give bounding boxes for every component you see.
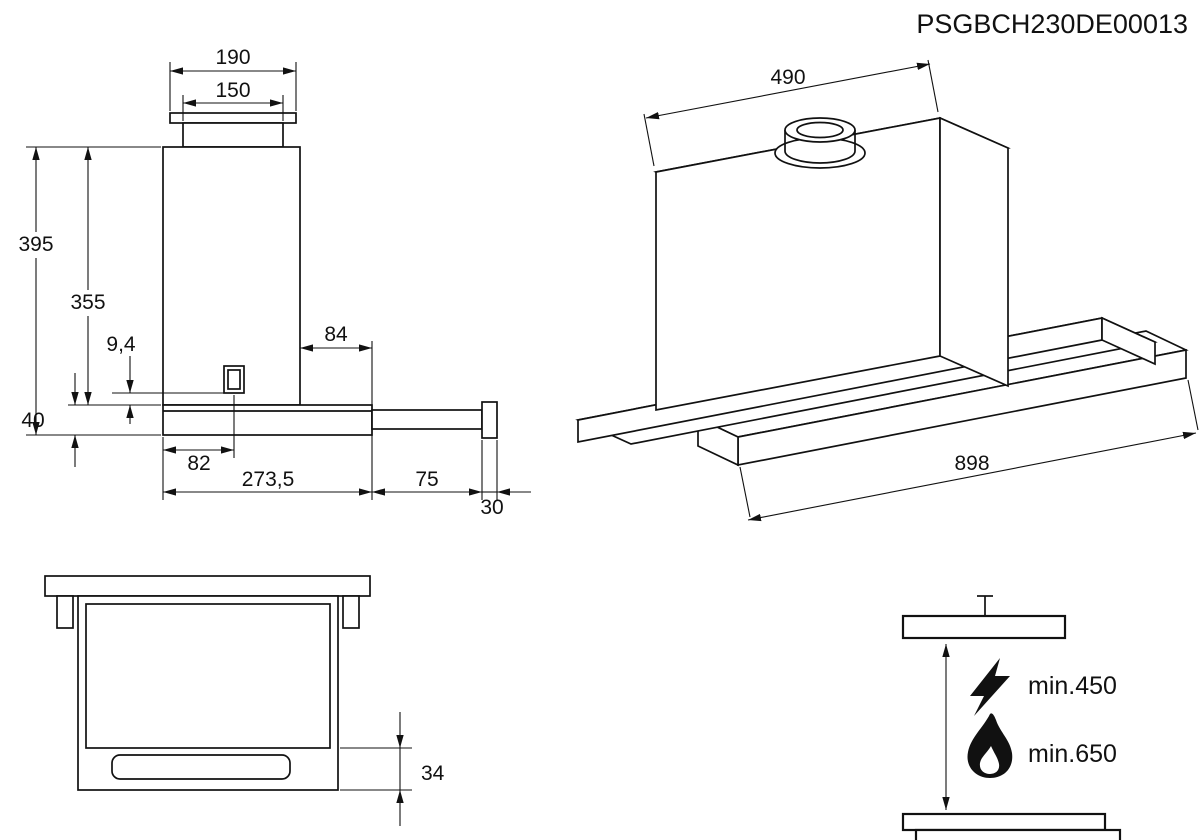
- iso-view: 490 898: [575, 59, 1199, 522]
- dim-duct-outer-width: 190: [215, 46, 250, 69]
- front-view: 34: [44, 575, 445, 826]
- mounting-tab-left: [56, 595, 74, 629]
- visor-panel-side: [162, 404, 373, 436]
- lightning-icon: [970, 658, 1010, 716]
- iso-view-dimension-lines: [643, 59, 1199, 522]
- hood-body-front: [77, 595, 339, 791]
- dim-total-height: 395: [18, 233, 53, 256]
- dim-rear-gap: 84: [324, 323, 348, 346]
- front-panel: [85, 603, 331, 749]
- dim-total-height-bg: [15, 232, 57, 258]
- cooktop-symbol-front: [914, 828, 1122, 840]
- dim-handle-depth: 30: [480, 496, 503, 519]
- hood-symbol: [901, 614, 1067, 640]
- dim-switch-offset: 9,4: [106, 333, 136, 356]
- dim-visor-height: 40: [21, 409, 44, 432]
- hood-body-3d: [653, 116, 1011, 412]
- mounting-tab-right: [342, 595, 360, 629]
- duct-collar: [182, 122, 284, 148]
- duct-collar-3d: [774, 117, 866, 169]
- visor-handle-cap: [481, 401, 498, 439]
- cooktop-symbol: [901, 812, 1107, 832]
- side-view: 190 150 395 355 9,4 40 84 82 273,5 75 30: [15, 46, 531, 519]
- dim-duct-inner-width: 150: [215, 79, 250, 102]
- dim-body-height-bg: [67, 290, 109, 316]
- dim-pullout-extension: 75: [415, 468, 438, 491]
- front-view-dimension-lines: [340, 712, 412, 826]
- control-switch-inner: [227, 369, 241, 390]
- gas-clearance-label: min.650: [1028, 740, 1117, 768]
- side-view-dimension-lines: [32, 67, 531, 496]
- duct-rim: [169, 112, 297, 124]
- control-switch: [223, 365, 245, 394]
- visor-rail: [371, 409, 483, 430]
- dim-body-depth: 273,5: [242, 468, 295, 491]
- top-plate-front: [44, 575, 371, 597]
- dim-visor-front-height: 34: [421, 762, 445, 785]
- dim-body-height: 355: [70, 291, 105, 314]
- hood-body-side: [162, 146, 301, 406]
- part-number: PSGBCH230DE00013: [916, 9, 1188, 39]
- flame-icon: [967, 713, 1013, 778]
- electric-clearance-label: min.450: [1028, 672, 1117, 700]
- dim-depth-3d: 490: [770, 66, 805, 89]
- handle-recess: [111, 754, 291, 780]
- clearance-view: min.450 min.650: [901, 595, 1122, 840]
- dim-width-3d: 898: [954, 452, 989, 475]
- dim-switch-distance: 82: [187, 452, 210, 475]
